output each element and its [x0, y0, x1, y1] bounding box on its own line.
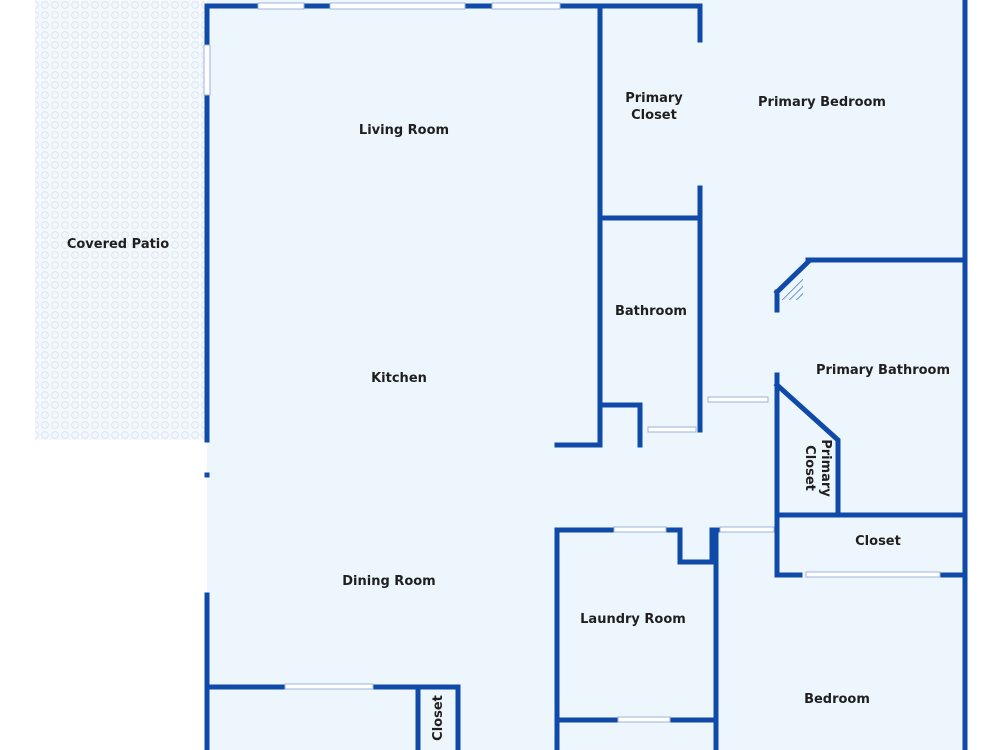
windows — [203, 2, 941, 723]
label-primary-closet-small-line2: Closet — [802, 445, 817, 491]
stair-hatch — [782, 275, 803, 300]
label-primary-closet-line1: Primary — [625, 91, 683, 106]
label-closet-right: Closet — [855, 534, 901, 549]
label-primary-bathroom: Primary Bathroom — [816, 363, 950, 378]
covered-patio-area — [35, 0, 205, 440]
label-kitchen: Kitchen — [371, 371, 427, 386]
label-primary-bedroom: Primary Bedroom — [758, 95, 886, 110]
label-closet-bottom: Closet — [431, 695, 446, 741]
label-laundry-room: Laundry Room — [580, 612, 686, 627]
interior-walls — [204, 3, 968, 750]
label-primary-closet-small-line1: Primary — [818, 439, 833, 497]
label-primary-closet-line2: Closet — [631, 108, 677, 123]
label-dining-room: Dining Room — [342, 574, 435, 589]
label-living-room: Living Room — [359, 123, 449, 138]
label-covered-patio: Covered Patio — [67, 237, 169, 252]
label-bathroom: Bathroom — [615, 304, 687, 319]
label-bedroom: Bedroom — [804, 692, 870, 707]
